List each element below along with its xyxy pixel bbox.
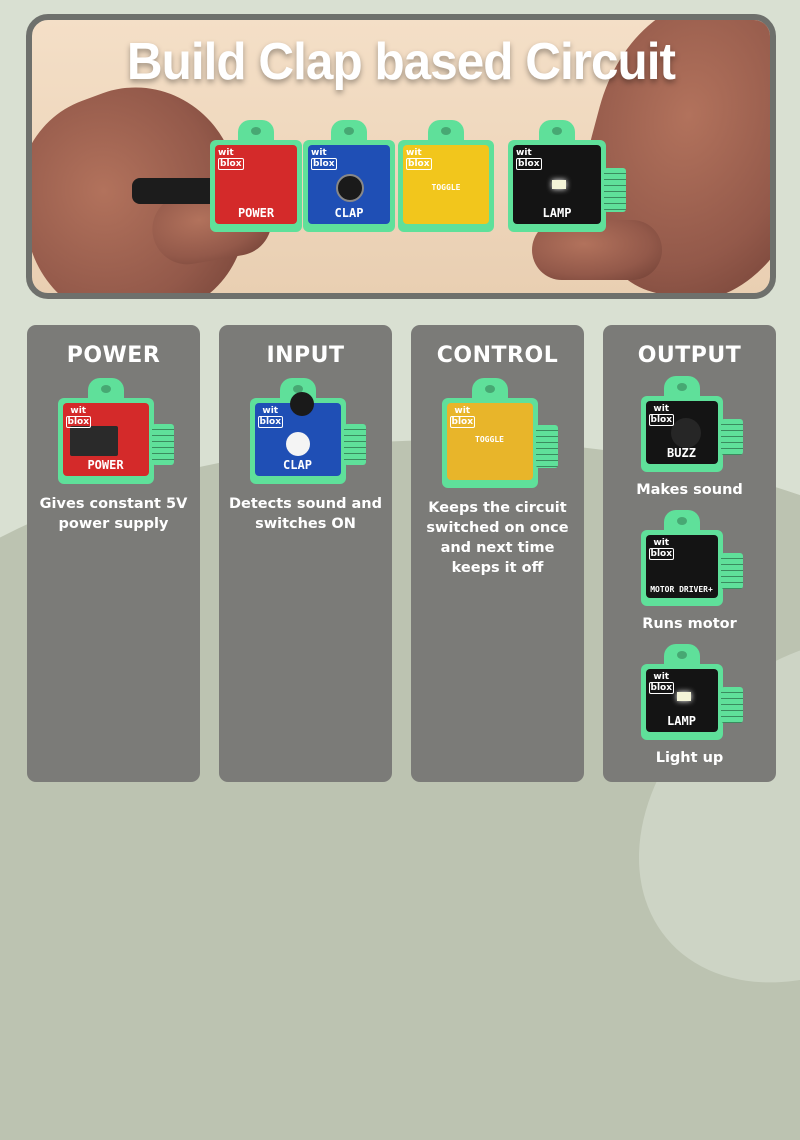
panel-description: Keeps the circuit switched on once and n… (426, 500, 569, 576)
output-description-lamp: Light up (655, 750, 724, 766)
panel-description: Detects sound and switches ON (229, 496, 382, 532)
output-description-motor: Runs motor (642, 616, 737, 632)
panel-description: Gives constant 5V power supply (39, 496, 188, 532)
panel-title: CONTROL (436, 343, 559, 368)
led-icon (676, 692, 691, 701)
led-icon (552, 180, 566, 189)
panel-title: OUTPUT (637, 343, 742, 368)
output-description-buzz: Makes sound (636, 482, 743, 498)
microphone-icon (336, 174, 364, 202)
page-title: Build Clap based Circuit (126, 33, 676, 91)
potentiometer-icon (285, 432, 310, 456)
buzzer-icon (670, 418, 701, 448)
dc-jack-icon (69, 426, 118, 456)
panel-title: POWER (66, 343, 161, 368)
panel-title: INPUT (266, 343, 345, 368)
microphone-icon (289, 392, 314, 416)
